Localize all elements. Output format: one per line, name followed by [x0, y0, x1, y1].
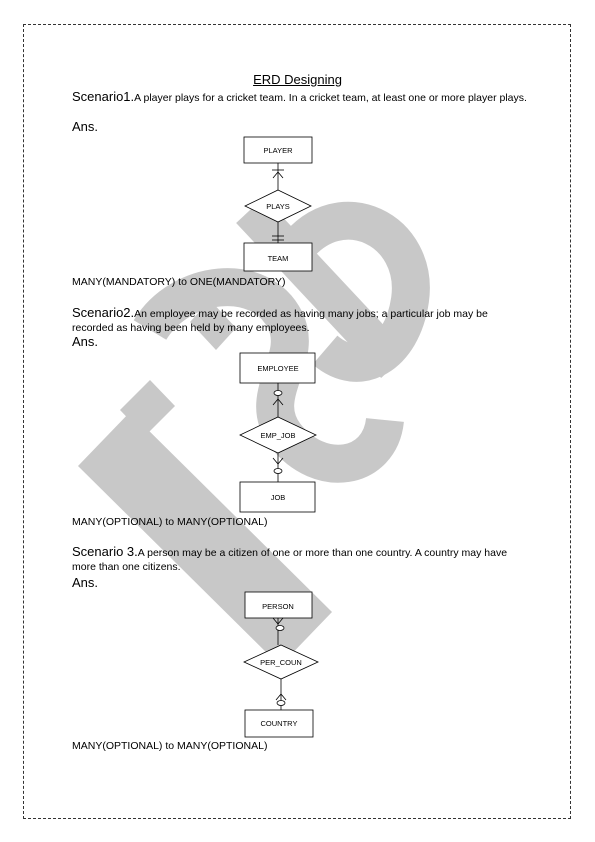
- scenario-1-ans: Ans.: [72, 119, 99, 134]
- scenario-2-body: An employee may be recorded as having ma…: [72, 308, 488, 334]
- scenario-3-ans: Ans.: [72, 575, 99, 590]
- scenario-1-lead: Scenario1.: [72, 89, 135, 104]
- scenario-2-text: Scenario2.An employee may be recorded as…: [72, 306, 532, 335]
- scenario-2-lead: Scenario2.: [72, 305, 135, 320]
- scenario-1-body: A player plays for a cricket team. In a …: [134, 92, 527, 104]
- scenario-2-cardinality: MANY(OPTIONAL) to MANY(OPTIONAL): [72, 516, 268, 528]
- employee-label: EMPLOYEE: [257, 364, 298, 373]
- job-label: JOB: [271, 493, 286, 502]
- scenario-1-cardinality: MANY(MANDATORY) to ONE(MANDATORY): [72, 276, 286, 288]
- team-entity[interactable]: [243, 242, 313, 272]
- diagram-3: [243, 591, 319, 738]
- team-label: TEAM: [268, 254, 289, 263]
- plays-label: PLAYS: [266, 202, 290, 211]
- diagram-2: [239, 352, 317, 513]
- page-title: ERD Designing: [253, 72, 342, 87]
- person-label: PERSON: [262, 602, 294, 611]
- employee-entity[interactable]: [239, 352, 316, 384]
- person-entity[interactable]: [244, 591, 313, 619]
- scenario-1-text: Scenario1.A player plays for a cricket t…: [72, 90, 532, 105]
- country-label: COUNTRY: [261, 719, 298, 728]
- scenario-3-body: A person may be a citizen of one or more…: [72, 547, 508, 573]
- scenario-3-text: Scenario 3.A person may be a citizen of …: [72, 545, 532, 574]
- emp-job-label: EMP_JOB: [260, 431, 295, 440]
- scenario-2-ans: Ans.: [72, 334, 99, 349]
- job-entity[interactable]: [239, 481, 316, 513]
- scenario-3-cardinality: MANY(OPTIONAL) to MANY(OPTIONAL): [72, 740, 268, 752]
- diagram-1: [243, 136, 313, 272]
- country-entity[interactable]: [244, 709, 314, 738]
- scenario-3-lead: Scenario 3.: [72, 544, 138, 559]
- page-border: [23, 24, 571, 819]
- player-label: PLAYER: [263, 146, 293, 155]
- per-coun-label: PER_COUN: [260, 658, 302, 667]
